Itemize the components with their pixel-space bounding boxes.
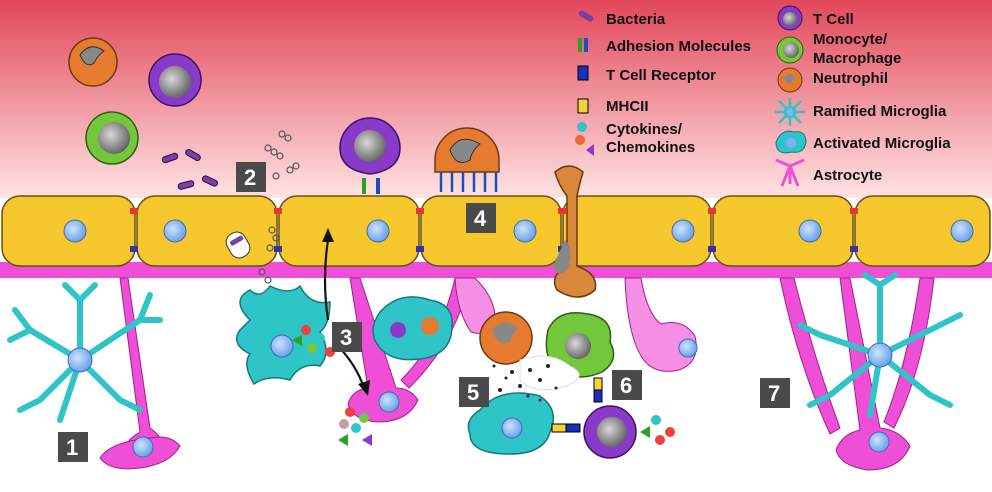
- step-badge: [466, 203, 496, 233]
- adhesion-molecule-icon: [578, 38, 588, 52]
- bacteria-icon: [201, 175, 219, 187]
- legend-label: Monocyte/: [813, 31, 888, 48]
- legend-label: Chemokines: [606, 139, 695, 156]
- endothelial-cell: [136, 195, 278, 267]
- t-cell-icon: [777, 5, 803, 31]
- microglia-nucleus: [67, 347, 93, 373]
- step-number: 7: [768, 381, 780, 406]
- cytokine-cluster: [292, 325, 675, 446]
- legend-label: Astrocyte: [813, 167, 882, 184]
- brain-t-cell: [551, 377, 637, 459]
- cytokine-icon: [575, 122, 594, 156]
- endothelial-cell: [562, 195, 712, 267]
- legend-label: Cytokines/: [606, 121, 683, 138]
- crossing-bacteria: [225, 226, 280, 296]
- astrocyte-icon: [775, 158, 805, 187]
- ramified-microglia: [7, 282, 163, 423]
- activated-microglia: [235, 284, 331, 386]
- nucleus: [798, 219, 822, 243]
- microglia-nucleus: [867, 342, 893, 368]
- bacteria-icon: [185, 149, 201, 161]
- step-labels: 1 2 3 4 5 6 7: [58, 162, 790, 462]
- nucleus: [63, 219, 87, 243]
- nucleus: [513, 219, 537, 243]
- legend-label: Macrophage: [813, 50, 901, 67]
- legend: Bacteria Adhesion Molecules T Cell Recep…: [575, 5, 951, 187]
- legend-label: Activated Microglia: [813, 135, 951, 152]
- t-cell-receptor-icon: [577, 65, 589, 81]
- step-number: 5: [467, 380, 479, 405]
- step-number: 3: [340, 325, 352, 350]
- nucleus: [671, 219, 695, 243]
- step-number: 4: [474, 206, 487, 231]
- bacteria-icon: [578, 10, 594, 22]
- activated-microglia: [372, 296, 453, 361]
- arrow-head: [358, 380, 370, 396]
- step-badge: [332, 322, 362, 352]
- activated-microglia-icon: [775, 130, 807, 154]
- step-badge: [459, 377, 489, 407]
- activated-microglia: [467, 392, 555, 455]
- bacteria-icon: [177, 180, 195, 190]
- legend-label: Bacteria: [606, 11, 666, 28]
- granule-release: [492, 355, 580, 402]
- endothelial-cell: [854, 195, 991, 267]
- ramified-microglia: [797, 272, 963, 418]
- bacterial-debris: [264, 130, 300, 180]
- endothelial-cell: [278, 195, 420, 267]
- astrocyte-process: [624, 277, 698, 372]
- step-badge: [58, 432, 88, 462]
- neutrophil-icon: [777, 67, 803, 93]
- step-badge: [236, 162, 266, 192]
- step-badge: [612, 370, 642, 400]
- brain-neutrophil: [479, 311, 533, 365]
- step-badge: [760, 378, 790, 408]
- legend-label: MHCII: [606, 98, 649, 115]
- endothelial-cell: [712, 195, 854, 267]
- neutrophil-icon: [68, 37, 118, 87]
- adhering-t-cell: [339, 117, 401, 194]
- endothelial-nuclei: [63, 219, 974, 243]
- step-number: 6: [620, 373, 632, 398]
- nucleus: [163, 219, 187, 243]
- mhcii-icon: [577, 98, 589, 114]
- bacteria-icon: [161, 152, 179, 164]
- legend-label: T Cell: [813, 11, 854, 28]
- legend-label: Ramified Microglia: [813, 103, 947, 120]
- astrocyte-nuclei: [132, 391, 890, 458]
- monocyte-icon: [85, 111, 139, 165]
- nucleus: [366, 219, 390, 243]
- legend-label: Adhesion Molecules: [606, 38, 751, 55]
- legend-label: Neutrophil: [813, 70, 888, 87]
- transmigrating-monocyte: [553, 165, 597, 298]
- nucleus: [950, 219, 974, 243]
- arrow-head: [322, 228, 334, 242]
- step-number: 2: [244, 165, 256, 190]
- t-cell-icon: [148, 53, 202, 107]
- ramified-microglia-icon: [775, 98, 805, 126]
- monocyte-icon: [776, 36, 804, 64]
- legend-label: T Cell Receptor: [606, 67, 716, 84]
- adhering-neutrophil: [434, 127, 500, 192]
- step-number: 1: [66, 435, 78, 460]
- bacteria-group: [161, 149, 219, 190]
